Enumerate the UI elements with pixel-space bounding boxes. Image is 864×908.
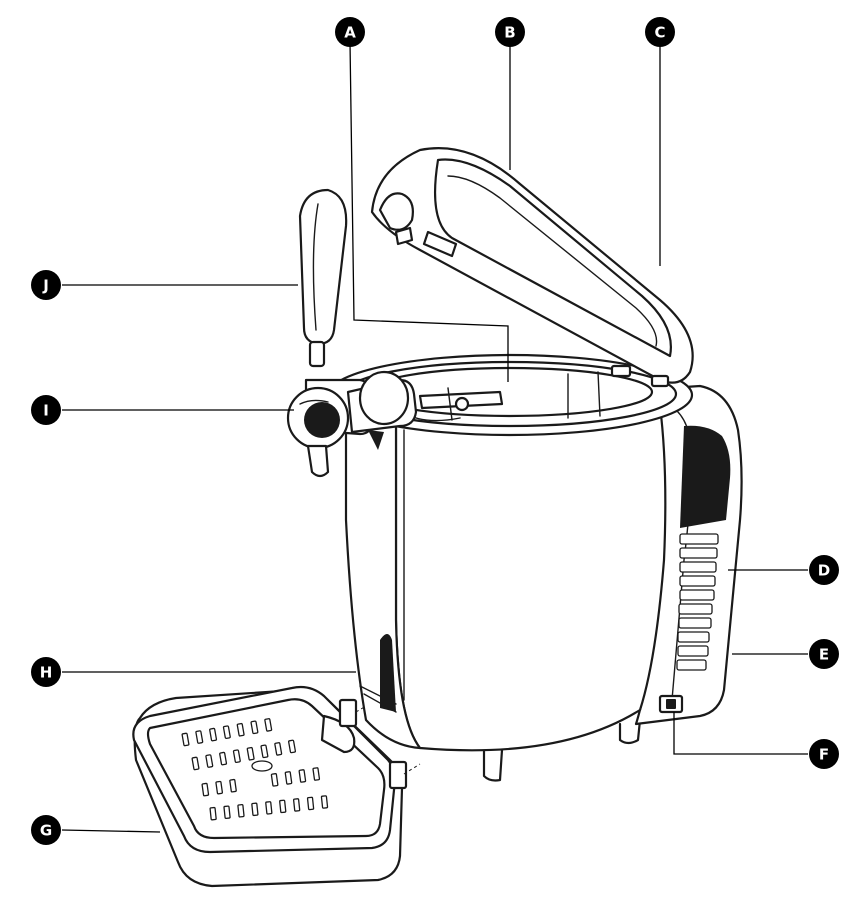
- leader-a: [349, 41, 509, 382]
- callout-c: C: [645, 17, 675, 47]
- callout-d: D: [809, 555, 839, 585]
- svg-text:A: A: [344, 24, 356, 42]
- callout-i: I: [31, 395, 61, 425]
- svg-text:E: E: [819, 646, 829, 664]
- svg-text:D: D: [818, 562, 830, 580]
- drip-tray: [132, 685, 421, 888]
- svg-text:C: C: [654, 24, 665, 42]
- svg-text:H: H: [40, 664, 53, 682]
- svg-text:G: G: [40, 822, 52, 840]
- lower-vent-slots: [676, 533, 719, 671]
- callout-g: G: [31, 815, 61, 845]
- tap-handle[interactable]: [298, 188, 348, 346]
- callout-j: J: [31, 270, 61, 300]
- svg-text:B: B: [504, 24, 515, 42]
- overflow-drain: [380, 634, 396, 712]
- callout-b: B: [495, 17, 525, 47]
- svg-text:F: F: [819, 746, 829, 764]
- dispenser-body: [326, 353, 743, 752]
- callout-e: E: [809, 639, 839, 669]
- tap-assembly: [286, 188, 504, 478]
- upper-vent-grille: [680, 425, 731, 528]
- callout-a: A: [335, 17, 365, 47]
- svg-text:J: J: [42, 277, 49, 295]
- dispenser-feet: [482, 718, 642, 782]
- callout-f: F: [809, 739, 839, 769]
- leader-g: [61, 829, 161, 833]
- leader-lines: [61, 41, 808, 833]
- svg-text:I: I: [43, 402, 49, 420]
- tray-grille-slots: [181, 718, 329, 821]
- hinged-lid[interactable]: [370, 147, 694, 388]
- callout-h: H: [31, 657, 61, 687]
- power-switch[interactable]: [658, 694, 684, 714]
- leader-f: [673, 712, 808, 755]
